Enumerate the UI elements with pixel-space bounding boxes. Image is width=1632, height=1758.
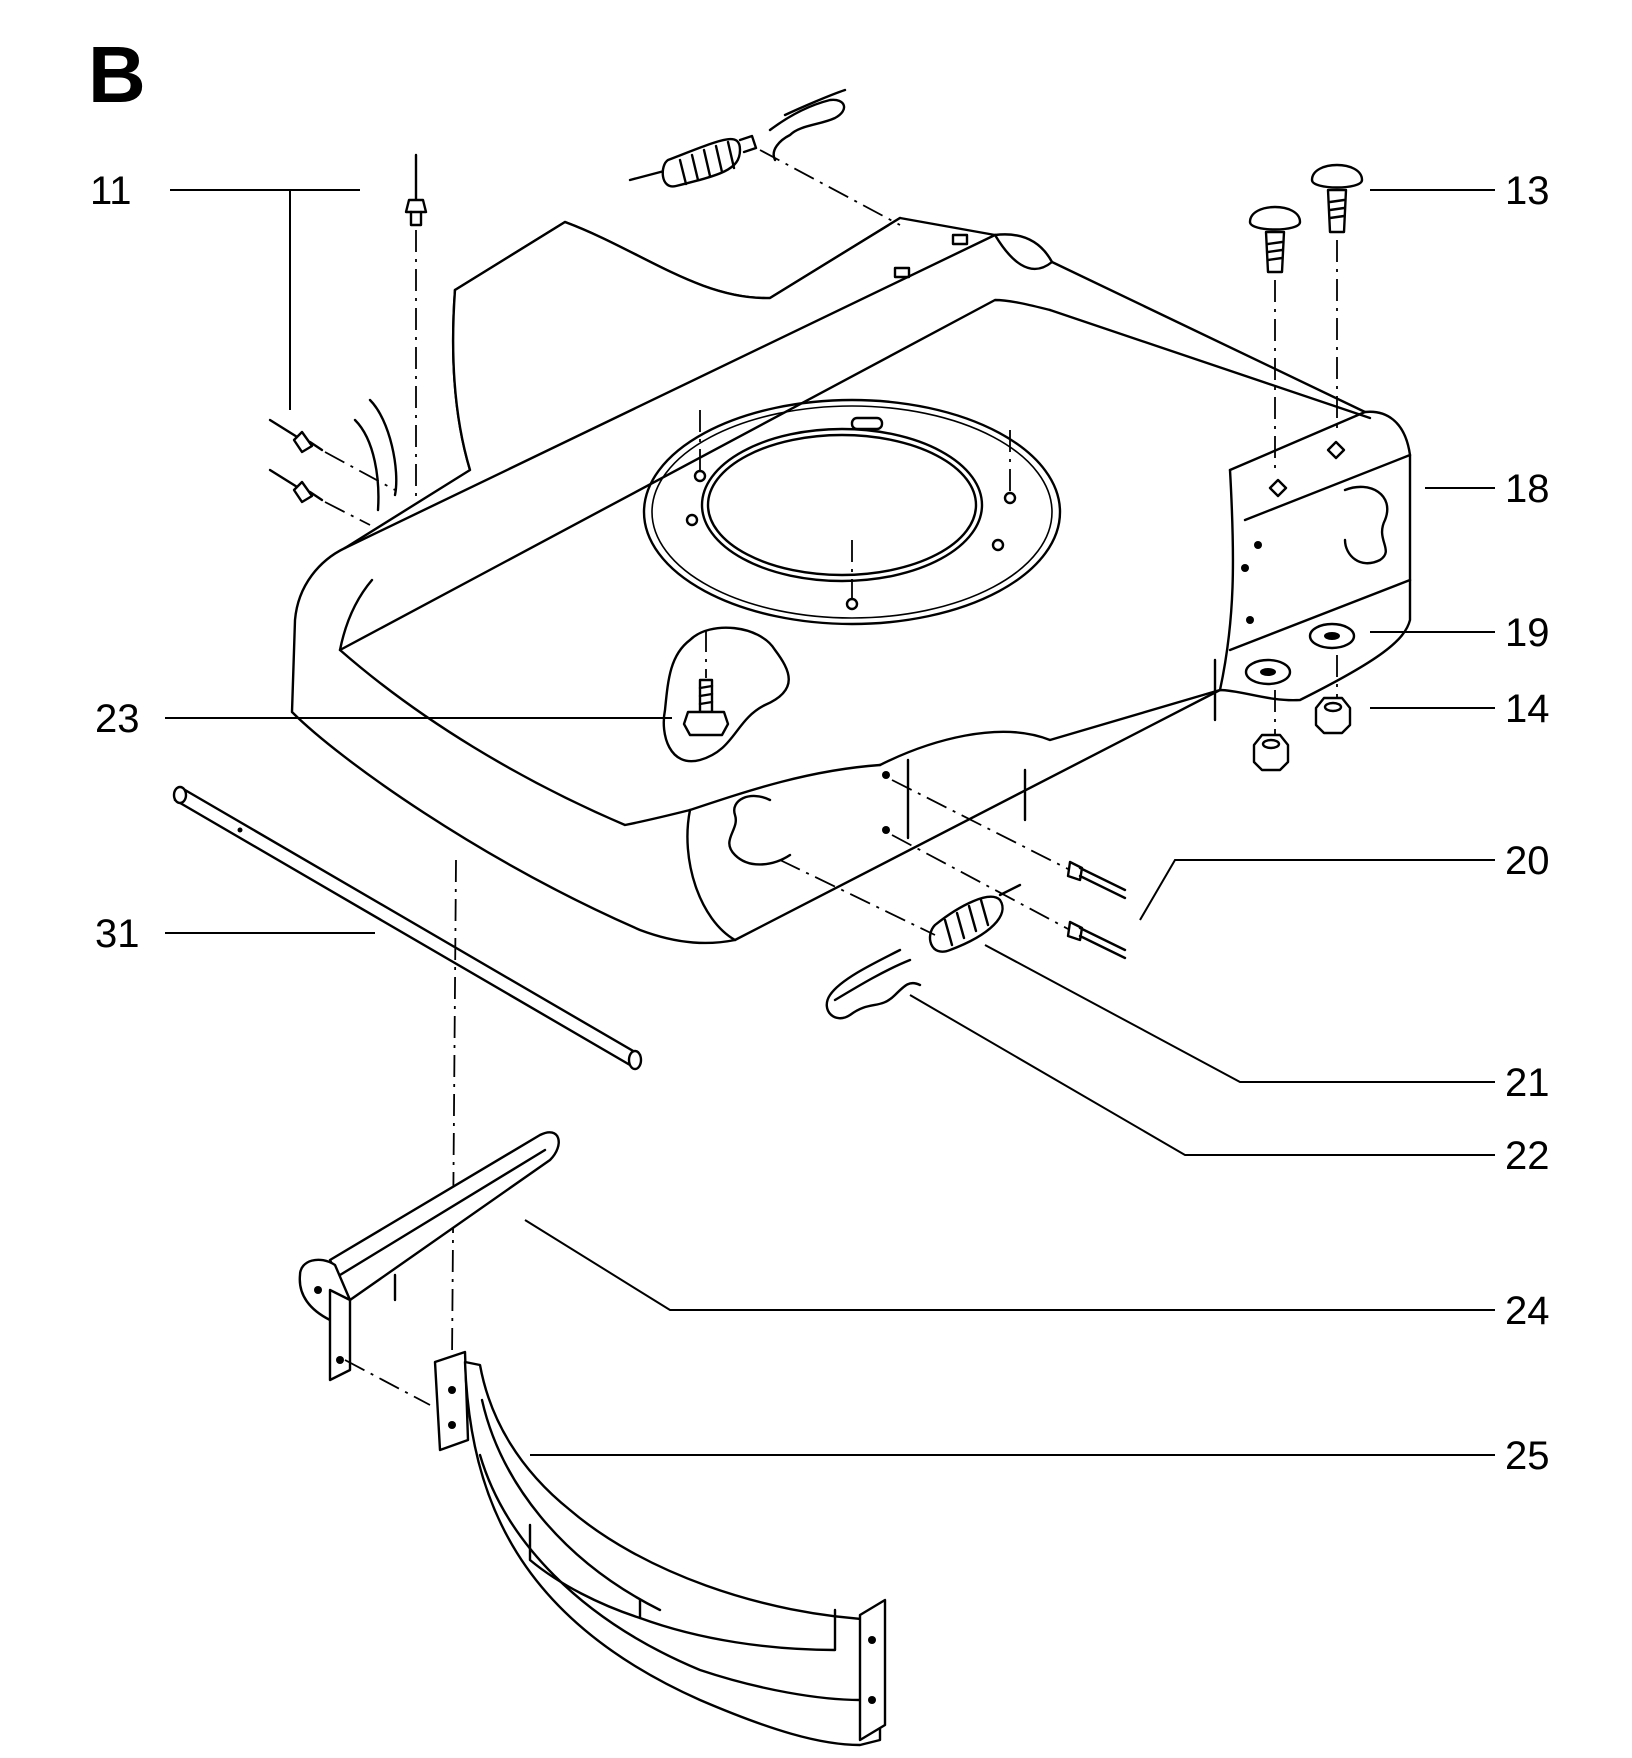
callout-21: 21 xyxy=(1505,1061,1550,1105)
callout-24: 24 xyxy=(1505,1289,1550,1333)
section-letter: B xyxy=(88,30,146,119)
callout-18: 18 xyxy=(1505,467,1550,511)
callout-31: 31 xyxy=(95,912,140,956)
callout-19: 19 xyxy=(1505,611,1550,655)
part-24-bracket xyxy=(298,1131,560,1406)
part-19-washers xyxy=(1244,622,1356,735)
part-11-rivets xyxy=(268,153,428,526)
part-21-spring xyxy=(779,859,1022,953)
callout-25: 25 xyxy=(1505,1434,1550,1478)
callout-14: 14 xyxy=(1505,687,1550,731)
callout-11: 11 xyxy=(90,169,132,213)
part-31-rod xyxy=(172,785,643,1071)
part-23-bolt xyxy=(662,626,790,763)
callout-13: 13 xyxy=(1505,169,1550,213)
part-13-carriage-bolts xyxy=(1248,163,1364,470)
top-spring xyxy=(628,88,901,226)
centre-line xyxy=(451,859,457,1361)
callout-20: 20 xyxy=(1505,839,1550,883)
part-22-hairpin xyxy=(825,948,922,1020)
deck-opening xyxy=(642,398,1062,626)
leader-lines xyxy=(165,189,1495,1456)
part-20-rivets xyxy=(882,771,1127,960)
callout-23: 23 xyxy=(95,697,140,741)
callout-22: 22 xyxy=(1505,1134,1550,1178)
part-25-flap xyxy=(433,1350,887,1747)
part-14-nuts xyxy=(1252,696,1352,772)
